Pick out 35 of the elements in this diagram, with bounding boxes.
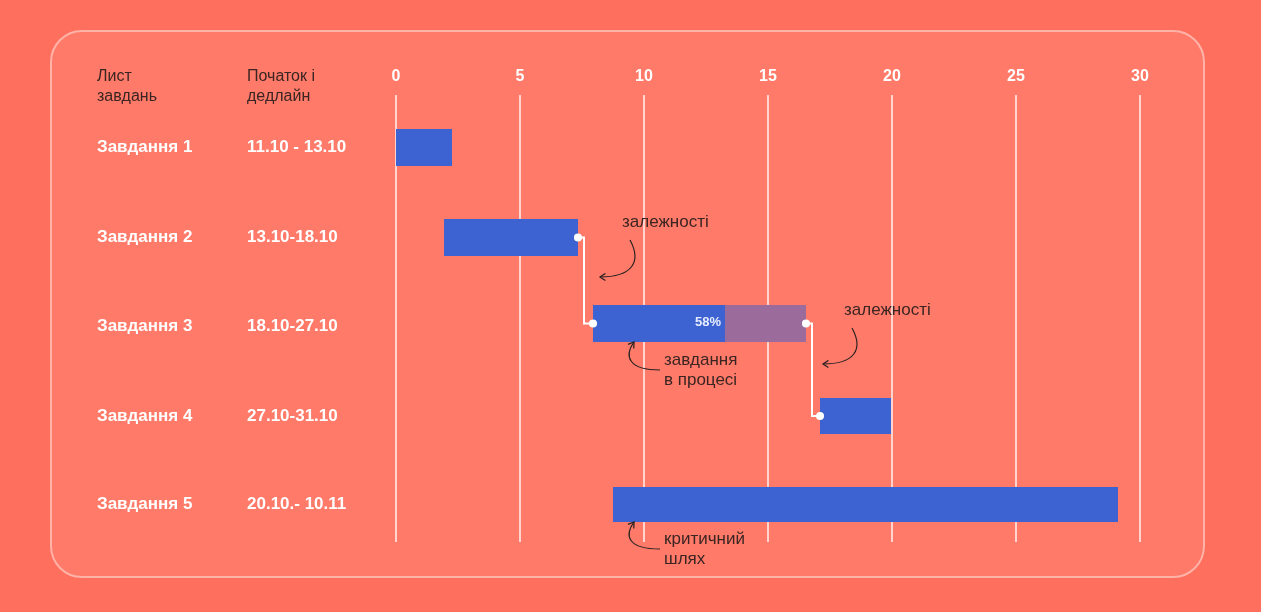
dependency-line [801,319,825,421]
percent-label: 58% [695,315,722,328]
task-bar [444,219,578,256]
axis-tick-label: 15 [758,66,778,86]
date-range: 13.10-18.10 [247,226,339,248]
leader-arrow [627,341,661,371]
task-name: Завдання 5 [97,493,194,515]
axis-tick-label: 30 [1130,66,1150,86]
column-header: Початок і дедлайн [247,66,316,106]
date-range: 27.10-31.10 [247,405,339,427]
date-range: 18.10-27.10 [247,315,339,337]
date-range: 20.10.- 10.11 [247,493,348,515]
task-name: Завдання 4 [97,405,194,427]
task-bar [820,398,891,434]
task-name: Завдання 3 [97,315,194,337]
axis-tick-label: 10 [634,66,654,86]
annotation-text: критичний шлях [664,529,746,569]
annotation-text: залежності [844,300,932,320]
task-bar [396,129,452,166]
column-header: Лист завдань [97,66,158,106]
task-bar [613,487,1118,522]
leader-arrow [822,327,858,368]
task-bar [593,305,806,342]
annotation-text: завдання в процесі [664,350,739,390]
dependency-line [573,233,598,328]
task-name: Завдання 2 [97,226,194,248]
axis-tick-label: 20 [882,66,902,86]
annotation-text: залежності [622,212,710,232]
axis-tick-label: 5 [514,66,526,86]
leader-arrow [599,239,636,281]
date-range: 11.10 - 13.10 [247,136,348,158]
leader-arrow [627,521,661,550]
axis-tick-label: 0 [390,66,402,86]
task-name: Завдання 1 [97,136,194,158]
axis-tick-label: 25 [1006,66,1026,86]
